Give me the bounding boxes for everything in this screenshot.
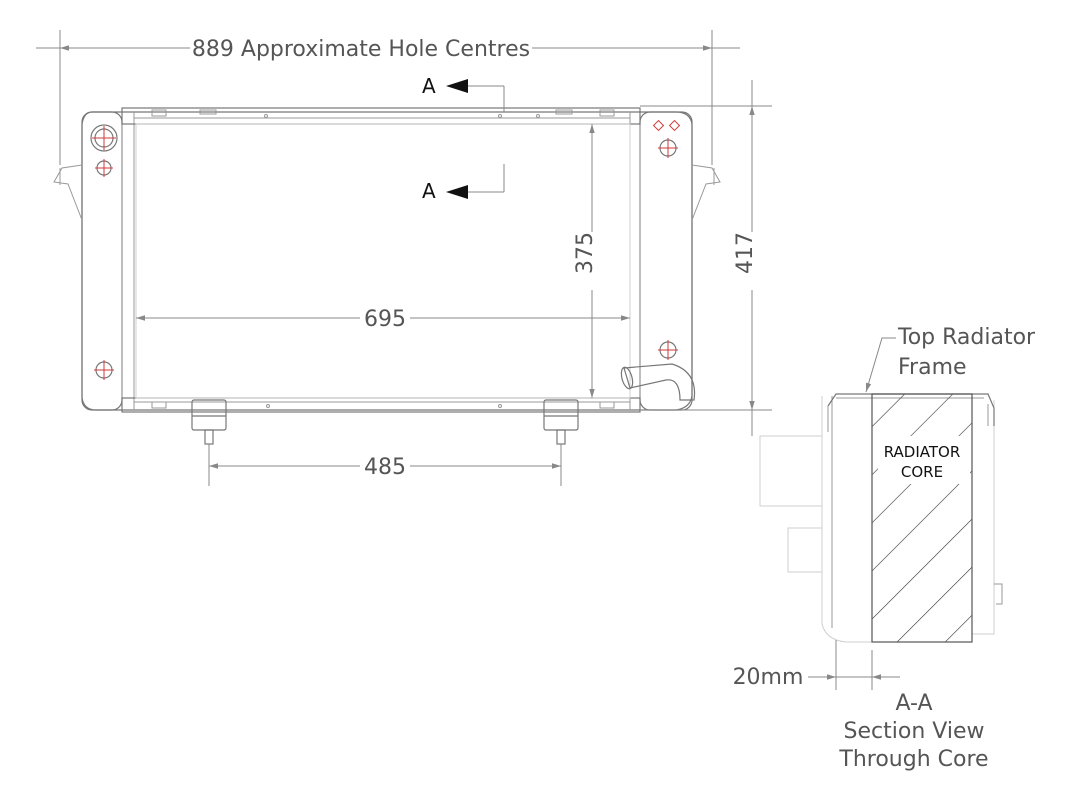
dimension-417: 417 [640,80,772,436]
core-outline [135,123,631,399]
dimension-375-label: 375 [573,232,598,274]
dimension-485: 485 [208,444,562,486]
dimension-485-label: 485 [364,455,406,480]
callout-top-radiator-frame: Top Radiator Frame [865,325,1036,393]
radiator-front-view [53,107,721,445]
outlet-pipe [620,363,696,401]
mounting-holes [90,119,681,380]
dimension-695: 695 [136,307,630,332]
core-label-line2: CORE [901,463,943,481]
right-side-tank [639,111,693,411]
bottom-pegs [191,399,579,445]
section-marker-top: A [422,74,505,112]
rail-slots [151,109,615,409]
right-mount-ear [691,164,721,221]
section-marker-bottom-label: A [422,179,436,203]
section-marker-bottom: A [422,164,505,203]
section-caption-line1: A-A [895,691,932,716]
dimension-695-label: 695 [364,307,406,332]
dimension-20mm-label: 20mm [733,665,804,690]
dimension-889: 889 Approximate Hole Centres [36,30,740,165]
section-view: RADIATOR CORE [759,393,1003,643]
radiator-outer-outline [81,111,693,411]
left-side-tank [81,111,123,411]
radiator-core-section [871,393,973,643]
dimension-417-label: 417 [733,232,758,274]
dimension-20mm: 20mm [733,640,900,690]
callout-top-frame-line2: Frame [898,355,967,380]
top-frame-section [827,393,995,426]
section-caption-line2: Section View [844,719,985,744]
section-caption-line3: Through Core [838,747,988,772]
left-mount-ear [53,164,83,221]
dimension-889-label: 889 Approximate Hole Centres [192,37,530,62]
dimension-375: 375 [573,124,598,398]
callout-top-frame-line1: Top Radiator [897,325,1036,350]
section-marker-top-label: A [422,74,436,98]
core-label-line1: RADIATOR [884,443,961,461]
section-caption: A-A Section View Through Core [838,691,988,772]
